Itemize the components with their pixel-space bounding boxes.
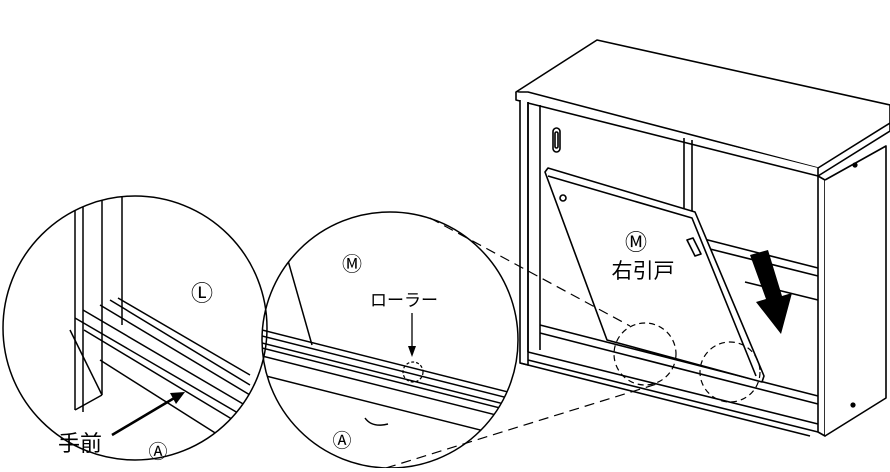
door-handle-icon: [686, 237, 702, 257]
callout-circles: [613, 322, 761, 403]
panel-marker: Ⓛ: [191, 282, 213, 307]
cabinet-left-side: [519, 100, 529, 366]
right-sliding-door: [544, 167, 765, 383]
down-arrow-icon: [750, 250, 792, 334]
door-name-label: 右引戸: [612, 259, 675, 283]
roller-label: ローラー: [370, 291, 438, 311]
cabinet-right-side: [817, 145, 887, 437]
front-label: 手前: [58, 432, 102, 457]
detail-marker: Ⓜ: [342, 252, 362, 276]
roller-detail: [261, 211, 519, 469]
door-marker: Ⓜ: [625, 231, 647, 256]
back-door-handle-icon: [552, 127, 561, 153]
cabinet: [515, 39, 890, 437]
front-detail: [2, 195, 268, 461]
track-marker-left: Ⓐ: [148, 441, 167, 463]
roller-icon: [402, 361, 424, 383]
callout-leaders: [385, 217, 661, 469]
track-marker-right: Ⓐ: [332, 430, 351, 452]
cabinet-top: [515, 39, 890, 177]
